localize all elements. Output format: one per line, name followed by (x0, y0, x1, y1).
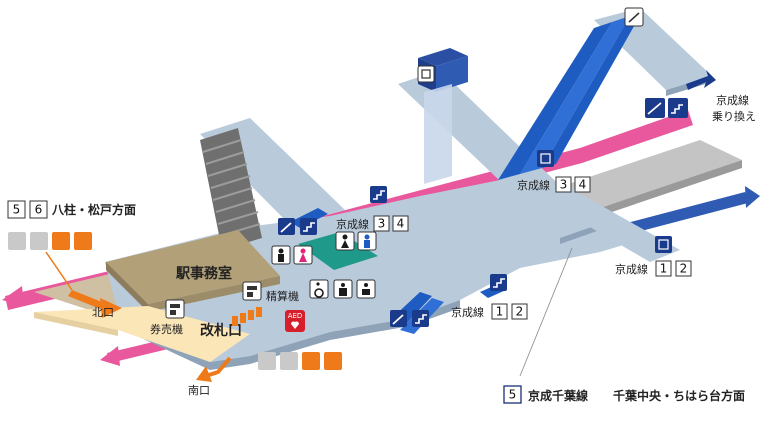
south-exit-label: 南口 (188, 384, 210, 397)
transfer-line2: 乗り換え (712, 110, 756, 123)
north-exit-label: 北口 (92, 306, 114, 319)
toilet-area (271, 231, 378, 299)
south-facility-row (258, 352, 342, 370)
aed-label: AED (288, 312, 303, 320)
fare-adjust-icon (242, 281, 262, 301)
keisei-line-label: 京成線 (517, 178, 550, 192)
station-office-label: 駅事務室 (176, 265, 232, 282)
platform-num: 1 (660, 262, 668, 276)
platform-num: 3 (560, 178, 568, 192)
pink-arrow-lower (100, 346, 120, 366)
platform-num: 3 (378, 217, 386, 231)
ostomate-icon[interactable] (333, 279, 353, 299)
keisei-label-low: 京成線 1 2 (451, 303, 528, 320)
ticket-machine-label: 券売機 (150, 322, 183, 336)
platform-num: 4 (579, 178, 587, 192)
elevator-icon (52, 232, 70, 250)
direction-text-56: 八柱・松戸方面 (51, 202, 136, 217)
escalator-icon (258, 352, 276, 370)
south-exit[interactable]: 南口 (188, 356, 232, 397)
escalator-icon (280, 352, 298, 370)
gate-area: 券売機 改札口 (34, 299, 262, 362)
elevator-icon (655, 236, 672, 253)
keisei-line-label: 京成線 (451, 305, 484, 319)
fare-adjust-label: 精算機 (266, 289, 299, 303)
accessible-toilet-icon[interactable] (309, 279, 329, 299)
long-escalator (498, 22, 612, 180)
ticket-gate-label: 改札口 (200, 322, 242, 339)
platform-num-6: 6 (35, 203, 43, 217)
blue-icons (278, 7, 716, 327)
womens-toilet-icon[interactable] (335, 231, 355, 251)
keisei-label-mid: 京成線 3 4 (517, 176, 591, 193)
blue-arrow-east (745, 186, 760, 208)
stairs-icon (74, 232, 92, 250)
elevator-icon (537, 150, 554, 167)
keisei-transfer-label: 京成線 乗り換え (712, 93, 756, 123)
keisei-line-label: 京成線 (615, 262, 648, 276)
concourse-floor (105, 180, 640, 362)
mens-toilet-icon[interactable] (357, 231, 377, 251)
direction-platform-56: 5 6 八柱・松戸方面 (7, 200, 136, 219)
platform-num-5: 5 (13, 203, 21, 217)
platform-num: 2 (516, 305, 524, 319)
keisei-label-upper: 京成線 3 4 (336, 215, 409, 232)
escalator-icon (30, 232, 48, 250)
keisei-label-right: 京成線 1 2 (615, 260, 692, 277)
left-facility-row (8, 232, 92, 291)
direction-chiba-line: 5 京成千葉線 千葉中央・ちはら台方面 (503, 247, 745, 404)
transfer-line1: 京成線 (716, 93, 749, 107)
ticket-gates[interactable] (232, 307, 262, 326)
elevator-icon (302, 352, 320, 370)
platform-num-5-chiba: 5 (509, 388, 517, 402)
platform-num: 4 (397, 217, 405, 231)
escalator-icon (8, 232, 26, 250)
elevator-icon (417, 65, 435, 83)
keisei-line-label: 京成線 (336, 217, 369, 231)
womens-toilet-icon[interactable] (293, 245, 313, 265)
stairs-icon (668, 98, 688, 118)
baby-icon[interactable] (356, 279, 376, 299)
fare-adjust-group: 精算機 (242, 281, 299, 303)
stairs-icon (324, 352, 342, 370)
ticket-machine-icon (165, 299, 185, 319)
right-walkway (540, 188, 680, 262)
pink-arrow-west (2, 286, 24, 306)
platform-num: 2 (680, 262, 688, 276)
mens-toilet-icon[interactable] (271, 245, 291, 265)
chiba-line-name: 京成千葉線 (528, 388, 588, 403)
aed-icon[interactable]: AED (285, 310, 305, 332)
bridge-walkway-edge (560, 224, 600, 244)
platform-num: 1 (496, 305, 504, 319)
chiba-direction-text: 千葉中央・ちはら台方面 (613, 388, 745, 403)
north-exit[interactable]: 北口 (68, 290, 122, 319)
